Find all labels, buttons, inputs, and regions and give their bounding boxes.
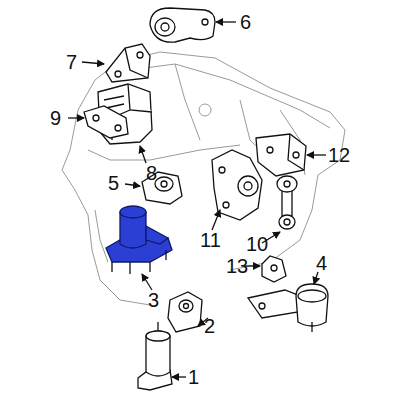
bracket-part-12 <box>256 134 306 176</box>
callout-number: 13 <box>226 256 248 276</box>
bracket-part-13 <box>262 256 286 282</box>
callout-number: 2 <box>204 316 215 336</box>
callout-number: 1 <box>188 367 199 387</box>
leader-arrows <box>68 22 326 377</box>
mount-part-6 <box>150 8 215 42</box>
mount-part-4 <box>248 284 328 332</box>
callout-number: 9 <box>50 108 61 128</box>
callout-number: 6 <box>240 12 251 32</box>
bracket-part-9 <box>84 106 128 138</box>
callout-number: 4 <box>316 253 327 273</box>
callout-number: 11 <box>200 230 221 250</box>
callout-number: 5 <box>108 173 119 193</box>
bracket-part-11 <box>212 150 262 220</box>
callout-number: 7 <box>66 52 77 72</box>
callout-number: 3 <box>148 290 159 310</box>
mount-part-2 <box>168 292 202 332</box>
callout-number: 12 <box>328 145 350 165</box>
engine-outline <box>62 52 345 305</box>
mount-part-3-highlighted <box>106 206 172 274</box>
callout-number: 10 <box>246 234 268 254</box>
link-part-10 <box>277 176 297 229</box>
callout-number: 8 <box>146 163 157 183</box>
mount-part-1 <box>138 322 172 390</box>
bracket-part-7 <box>106 44 150 82</box>
